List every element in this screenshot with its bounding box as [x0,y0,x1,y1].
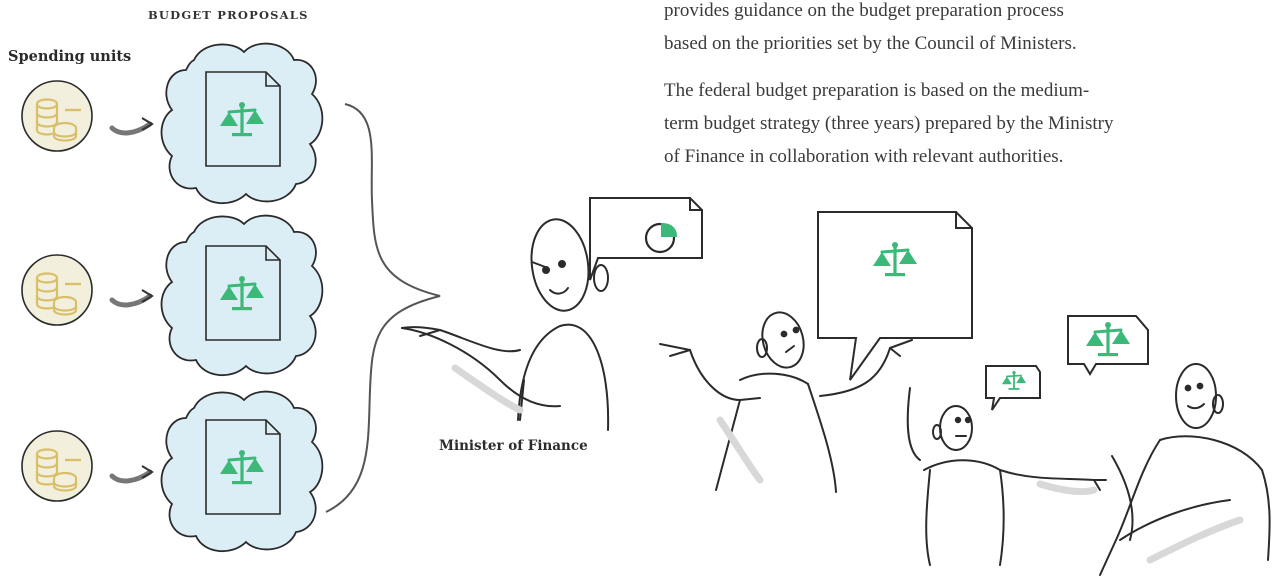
speech-bubble-large [817,211,973,381]
budget-strategy-paragraph: The federal budget preparation is based … [664,74,1279,173]
spending-unit-2 [20,214,324,377]
paragraph-line: based on the priorities set by the Counc… [664,33,1077,54]
speech-bubble-tiny [985,365,1041,411]
paragraph-line: term budget strategy (three years) prepa… [664,113,1114,134]
document-icon [206,420,280,514]
coin-stack-icon [20,79,94,153]
pie-chart-icon [644,222,678,254]
guidance-paragraph: provides guidance on the budget preparat… [664,0,1279,60]
paragraph-line: The federal budget preparation is based … [664,80,1090,101]
grouping-brace [325,103,441,513]
document-icon [206,246,280,340]
minister-of-finance-label: Minister of Finance [439,438,588,454]
coin-stack-icon [20,429,94,503]
document-icon [206,72,280,166]
budget-proposals-heading: BUDGET PROPOSALS [148,8,309,22]
spending-unit-3 [20,390,324,553]
paragraph-line: provides guidance on the budget preparat… [664,0,1064,21]
spending-units-label: Spending units [8,48,132,65]
council-group [659,211,1271,576]
coin-stack-icon [20,253,94,327]
minister-figure [401,197,703,431]
paragraph-line: of Finance in collaboration with relevan… [664,146,1064,167]
spending-unit-1 [20,42,324,205]
